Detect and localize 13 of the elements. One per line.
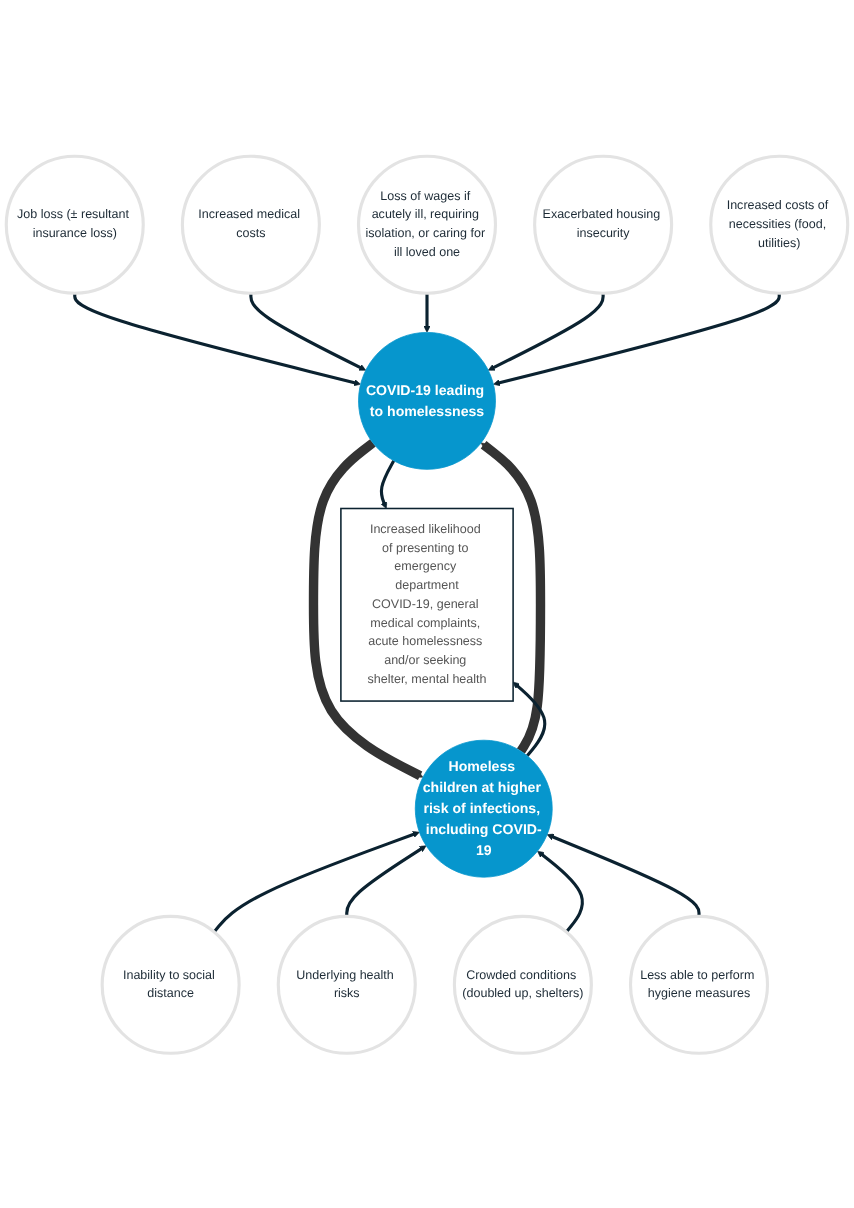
arrow [379,459,396,509]
arrow [487,292,605,370]
arrow [480,440,546,753]
arrow [73,292,361,386]
arrow [212,830,420,933]
arrow [308,438,424,780]
arrow [512,680,547,756]
arrow [345,844,427,916]
arrow [249,292,367,370]
arrow [546,833,701,916]
arrow [537,850,584,933]
arrow [493,292,781,386]
arrow [423,292,431,332]
